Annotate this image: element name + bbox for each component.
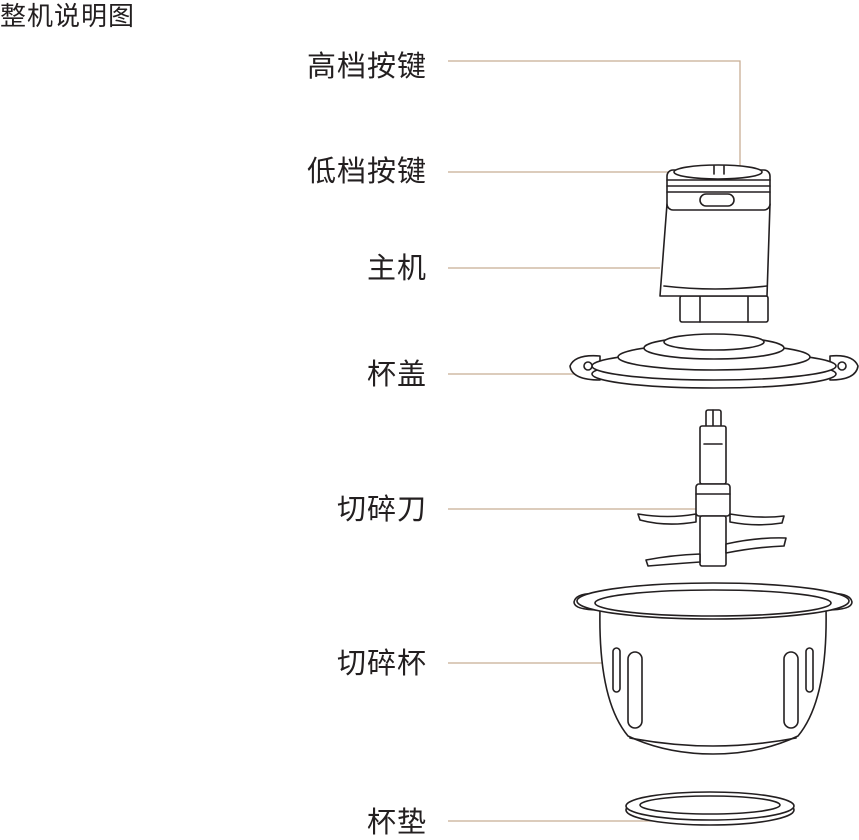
label-high-speed-button: 高档按键	[306, 49, 427, 83]
bowl-lid-drawing	[569, 333, 859, 389]
chopping-blade-drawing	[637, 409, 787, 567]
label-bowl-lid: 杯盖	[366, 357, 427, 391]
motor-unit-drawing	[659, 164, 771, 323]
bowl-mat-drawing	[625, 791, 795, 826]
page-title: 整机说明图	[0, 2, 136, 32]
leader-line-high-speed-button	[448, 60, 741, 172]
label-motor-unit: 主机	[366, 251, 427, 285]
label-bowl-mat: 杯垫	[366, 805, 427, 839]
label-chopping-bowl: 切碎杯	[336, 646, 427, 680]
label-chopping-blade: 切碎刀	[336, 492, 427, 526]
label-low-speed-button: 低档按键	[306, 154, 427, 188]
chopping-bowl-drawing	[573, 582, 853, 755]
